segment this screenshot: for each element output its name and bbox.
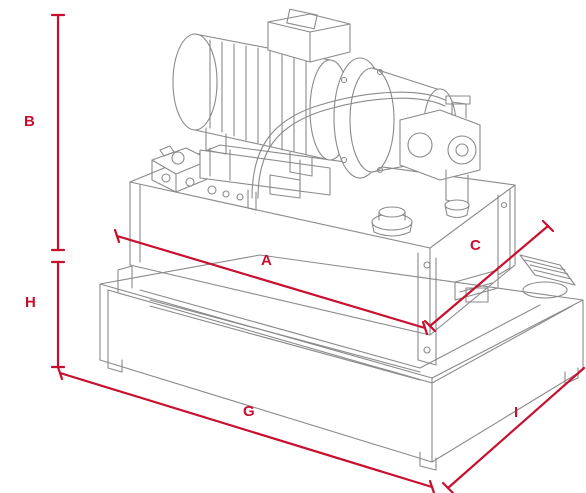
dimension-line-c: [428, 224, 550, 328]
hydraulic-pump: [399, 95, 481, 219]
label-h: H: [25, 294, 36, 311]
hydraulic-hose: [251, 91, 446, 199]
label-g: G: [243, 403, 255, 420]
dimension-line-a: [115, 234, 427, 330]
dimension-labels: B H A C G I: [24, 113, 518, 421]
label-c: C: [470, 237, 481, 254]
electric-motor: [172, 8, 457, 179]
dimension-lines: [50, 13, 586, 493]
base-tray: [99, 254, 584, 471]
dimension-line-i: [446, 366, 586, 490]
label-a: A: [261, 252, 272, 269]
dimension-line-g: [58, 371, 434, 489]
label-b: B: [24, 113, 35, 130]
motor-frame: [199, 147, 331, 199]
power-unit-drawing: [99, 8, 584, 471]
label-i: I: [514, 404, 518, 421]
